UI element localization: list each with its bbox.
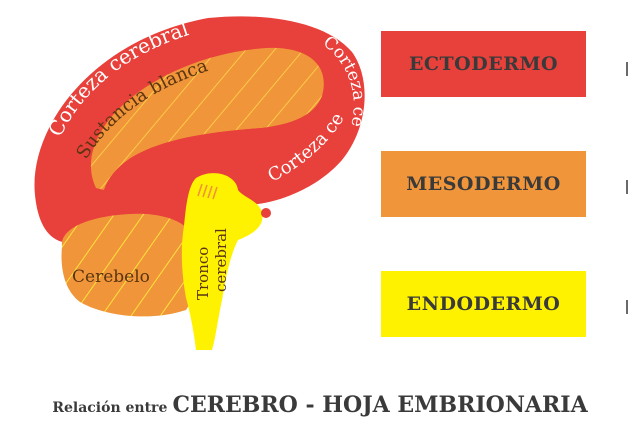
legend-endodermo-label: ENDODERMO	[406, 293, 561, 315]
tronco-cerebral-region	[181, 173, 263, 350]
legend-mesodermo-label: MESODERMO	[406, 173, 561, 195]
edge-mark	[626, 180, 628, 194]
legend-mesodermo: MESODERMO	[381, 151, 586, 217]
label-tronco: Tronco	[194, 247, 212, 300]
legend-ectodermo-label: ECTODERMO	[408, 53, 559, 75]
edge-mark	[626, 300, 628, 314]
legend-endodermo: ENDODERMO	[381, 271, 586, 337]
corteza-interior-region	[104, 84, 344, 195]
cerebelo-region	[61, 213, 195, 317]
label-cerebelo: Cerebelo	[72, 267, 150, 287]
caption-main: CEREBRO - HOJA EMBRIONARIA	[172, 392, 588, 418]
caption: Relación entre CEREBRO - HOJA EMBRIONARI…	[0, 392, 640, 418]
tronco-hatch-marks	[197, 183, 218, 200]
red-dot-marker	[261, 208, 271, 218]
label-cerebral: cerebral	[212, 228, 230, 292]
sustancia-blanca-region	[90, 47, 324, 191]
edge-mark	[626, 62, 628, 76]
caption-prefix: Relación entre	[52, 400, 168, 416]
legend-ectodermo: ECTODERMO	[381, 31, 586, 97]
